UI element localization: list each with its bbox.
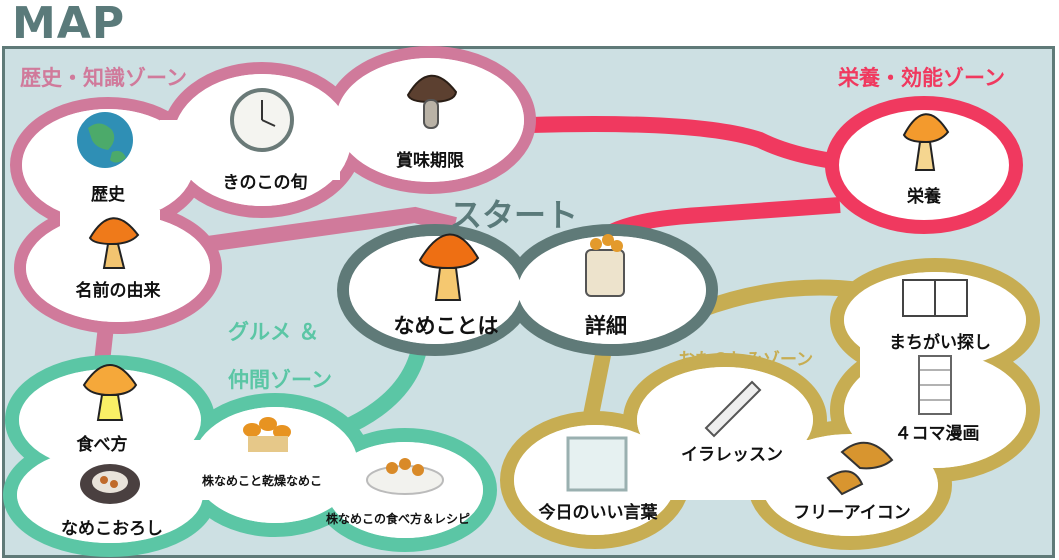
comic-strip-icon	[918, 355, 952, 415]
nameko-pair-icon	[826, 441, 894, 496]
node-season[interactable]: きのこの旬	[222, 173, 308, 193]
node-comic[interactable]: ４コマ漫画	[894, 424, 980, 444]
grated-nameko-bowl-icon	[80, 464, 140, 504]
node-today-words[interactable]: 今日のいい言葉	[538, 503, 658, 523]
history-zone-label: 歴史・知識ゾーン	[20, 66, 187, 90]
details-fun-road	[582, 343, 613, 422]
node-illust-lesson[interactable]: イラレッスン	[681, 445, 783, 465]
node-stock-dried[interactable]: 株なめこと乾燥なめこ	[201, 474, 323, 488]
node-history[interactable]: 歴史	[91, 185, 125, 205]
globe-icon	[77, 112, 133, 168]
pen-icon	[704, 380, 762, 438]
node-stock-recipe[interactable]: 株なめこの食べ方＆レシピ	[325, 512, 471, 526]
nutrition-road	[529, 116, 871, 173]
fun-zone-label: おたのしみゾーン	[678, 350, 814, 370]
node-spot-diff[interactable]: まちがい探し	[889, 333, 991, 353]
mushroom-cluster-icon	[243, 417, 291, 452]
fun-road	[697, 279, 861, 318]
node-expiry[interactable]: 賞味期限	[396, 151, 464, 171]
node-details[interactable]: 詳細	[585, 314, 627, 338]
node-name-origin[interactable]: 名前の由来	[75, 281, 161, 301]
yellow-mushroom-icon	[82, 364, 138, 421]
brown-mushroom-icon	[406, 74, 458, 129]
node-what-is[interactable]: なめことは	[393, 314, 499, 338]
start-label: スタート	[450, 196, 579, 234]
gourmet-zone-label-2: 仲間ゾーン	[228, 368, 332, 392]
nutrition-zone-label: 栄養・効能ゾーン	[838, 66, 1005, 90]
page-title: MAP	[12, 0, 126, 49]
mushroom-plate-icon	[366, 458, 444, 495]
node-free-icon[interactable]: フリーアイコン	[793, 503, 911, 523]
gourmet-zone-label-1: グルメ ＆	[228, 320, 320, 344]
whatis-mushroom-icon	[418, 233, 480, 301]
node-nutrition[interactable]: 栄養	[907, 187, 941, 207]
node-how-to-eat[interactable]: 食べ方	[76, 435, 128, 455]
history-road	[198, 206, 457, 253]
spot-the-difference-icon	[902, 279, 968, 317]
clock-icon	[230, 88, 294, 152]
orange-mushroom-icon	[88, 217, 140, 269]
gourmet-road	[336, 343, 428, 438]
glass-block-icon	[566, 436, 628, 492]
mushroom-jar-icon	[585, 234, 625, 297]
nutrition-mushroom-icon	[902, 113, 950, 171]
node-grated[interactable]: なめこおろし	[61, 519, 163, 539]
